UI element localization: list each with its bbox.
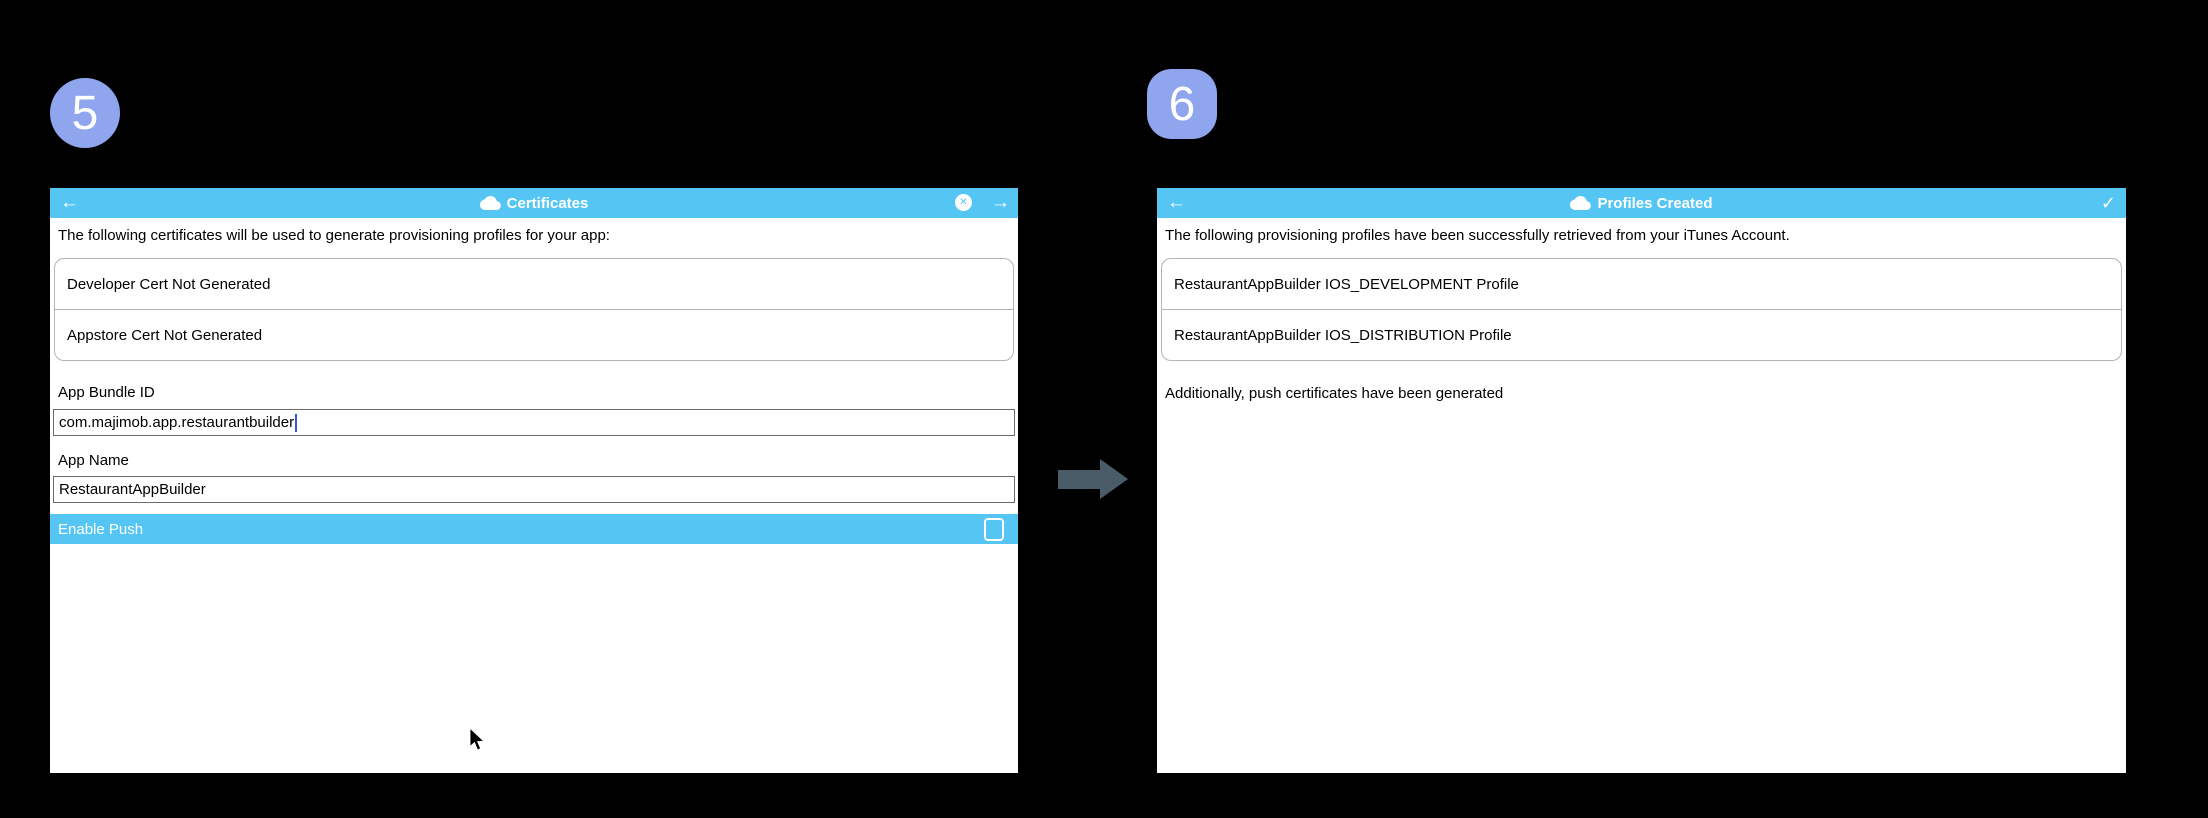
mouse-pointer-icon — [469, 728, 486, 751]
app-name-input[interactable]: RestaurantAppBuilder — [53, 476, 1015, 503]
bundle-id-value: com.majimob.app.restaurantbuilder — [59, 414, 295, 431]
list-item-distribution-profile[interactable]: RestaurantAppBuilder IOS_DISTRIBUTION Pr… — [1162, 309, 2121, 360]
back-arrow-icon[interactable]: ← — [60, 192, 79, 213]
forward-arrow-icon[interactable]: → — [991, 192, 1010, 213]
list-item-appstore-cert[interactable]: Appstore Cert Not Generated — [55, 309, 1013, 360]
step-badge-6: 6 — [1147, 69, 1217, 139]
text-caret — [295, 413, 298, 432]
titlebar-title-group: Certificates — [50, 188, 1018, 218]
back-arrow-icon[interactable]: ← — [1167, 192, 1186, 213]
cloud-icon — [479, 196, 501, 210]
bundle-id-input[interactable]: com.majimob.app.restaurantbuilder — [53, 409, 1015, 436]
certificates-window: ← Certificates ✕ → The following certifi… — [50, 188, 1018, 773]
next-step-arrow — [1058, 459, 1128, 500]
enable-push-row[interactable]: Enable Push — [50, 514, 1018, 544]
certificates-titlebar: ← Certificates ✕ → — [50, 188, 1018, 218]
close-icon[interactable]: ✕ — [955, 194, 972, 211]
window-title: Certificates — [506, 194, 589, 212]
app-name-label: App Name — [58, 452, 129, 469]
window-title: Profiles Created — [1597, 194, 1713, 212]
confirm-check-icon[interactable]: ✓ — [2100, 193, 2116, 213]
list-item-developer-cert[interactable]: Developer Cert Not Generated — [67, 275, 271, 293]
arrow-head — [1100, 459, 1128, 499]
push-certificates-note: Additionally, push certificates have bee… — [1165, 385, 1504, 402]
bundle-id-label: App Bundle ID — [58, 384, 155, 401]
profiles-created-window: ← Profiles Created ✓ The following provi… — [1157, 188, 2126, 773]
profile-list: RestaurantAppBuilder IOS_DEVELOPMENT Pro… — [1161, 258, 2122, 361]
enable-push-label: Enable Push — [58, 520, 144, 538]
profiles-intro-text: The following provisioning profiles have… — [1165, 227, 1790, 244]
profiles-titlebar: ← Profiles Created ✓ — [1157, 188, 2126, 218]
cert-list: Developer Cert Not Generated Appstore Ce… — [54, 258, 1014, 361]
arrow-shaft — [1058, 470, 1100, 489]
step-badge-5: 5 — [50, 78, 120, 148]
certificates-intro-text: The following certificates will be used … — [58, 227, 610, 244]
app-name-value: RestaurantAppBuilder — [59, 481, 206, 498]
cloud-icon — [1570, 196, 1592, 210]
list-item-development-profile[interactable]: RestaurantAppBuilder IOS_DEVELOPMENT Pro… — [1174, 275, 1519, 293]
enable-push-checkbox[interactable] — [984, 518, 1004, 541]
titlebar-title-group: Profiles Created — [1157, 188, 2126, 218]
